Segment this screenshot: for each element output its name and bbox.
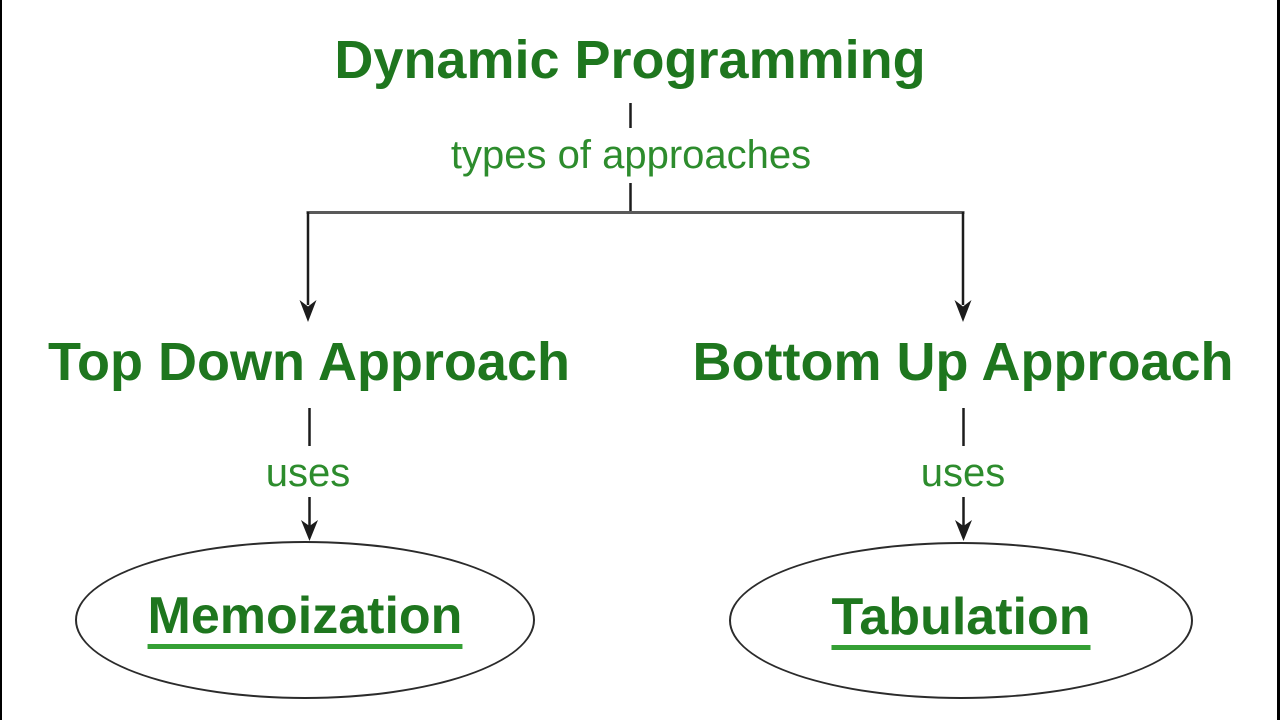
letterbox-bar-left [0,0,2,720]
left-result-label: Memoization [147,587,463,645]
left-branch-arrowhead [299,300,317,322]
diagram-title: Dynamic Programming [334,30,926,90]
memoization-ellipse: Memoization [75,541,535,699]
right-result-label: Tabulation [831,587,1091,646]
left-edge-label: uses [265,451,351,495]
root-edge-label: types of approaches [450,133,812,177]
right-branch-heading: Bottom Up Approach [692,332,1234,392]
letterbox-bar-right [1277,0,1280,720]
right-edge-label: uses [920,451,1006,495]
left-branch-heading: Top Down Approach [48,332,570,392]
right-result-arrowhead [955,520,972,541]
right-branch-arrowhead [954,300,972,322]
tabulation-ellipse: Tabulation [729,542,1193,699]
left-result-arrowhead [301,520,318,541]
